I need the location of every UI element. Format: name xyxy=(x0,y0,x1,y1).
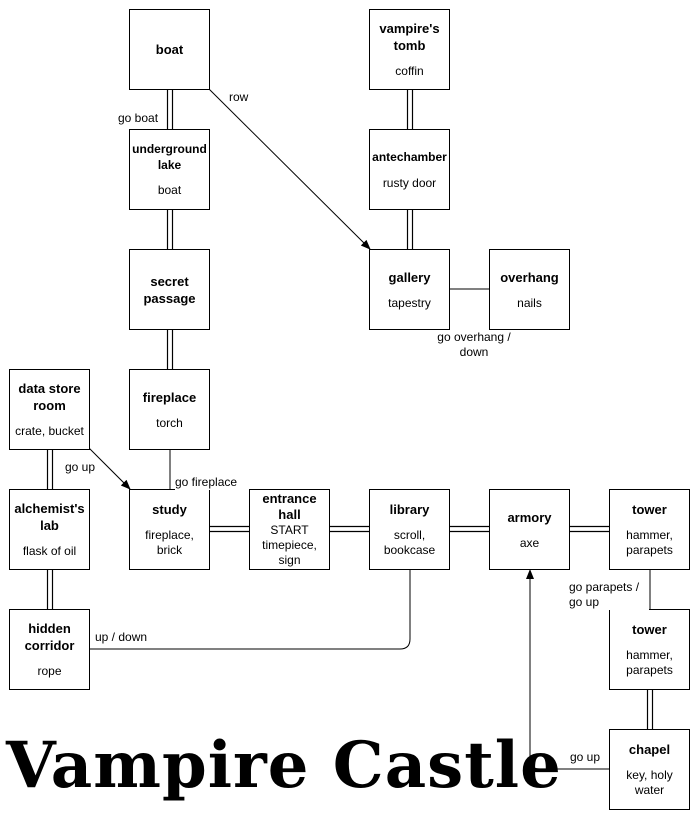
arrow-chapel-to-armory xyxy=(526,569,610,770)
room-items: hammer, parapets xyxy=(626,528,673,557)
room-items: flask of oil xyxy=(22,544,77,558)
double-connector-group xyxy=(46,89,654,729)
label-go-up: go up xyxy=(65,460,96,475)
room-items: rope xyxy=(37,664,62,678)
room-data-store-room: data store room crate, bucket xyxy=(9,369,90,450)
connector-library-armory xyxy=(450,525,490,533)
connector-secret-passage-fireplace xyxy=(166,329,174,369)
room-items: fireplace, brick xyxy=(145,528,194,557)
label-chapel-go-up: go up xyxy=(570,750,601,765)
connector-study-entrance xyxy=(210,525,250,533)
room-name: secret passage xyxy=(143,273,196,306)
room-name: chapel xyxy=(628,742,671,757)
start-marker: START xyxy=(270,523,309,537)
label-up-down: up / down xyxy=(95,630,148,645)
room-secret-passage: secret passage xyxy=(129,249,210,330)
connector-tower-chapel xyxy=(646,689,654,729)
room-name: gallery xyxy=(388,269,431,285)
room-items: timepiece, sign xyxy=(262,538,317,567)
room-antechamber: antechamber rusty door xyxy=(369,129,450,210)
room-items: crate, bucket xyxy=(15,424,84,438)
arrow-group xyxy=(88,88,610,770)
room-boat: boat xyxy=(129,9,210,90)
label-go-parapets: go parapets / go up xyxy=(569,580,649,610)
label-go-boat: go boat xyxy=(118,111,159,126)
room-items: axe xyxy=(519,535,540,550)
room-name: antechamber xyxy=(372,149,447,164)
connector-lab-corridor xyxy=(46,569,54,609)
single-connector-group xyxy=(169,288,651,609)
connector-armory-tower xyxy=(570,525,610,533)
room-gallery: gallery tapestry xyxy=(369,249,450,330)
room-alchemists-lab: alchemist's lab flask of oil xyxy=(9,489,90,570)
room-name: study xyxy=(152,502,187,517)
room-name: fireplace xyxy=(142,389,197,405)
room-name: data store room xyxy=(18,381,81,413)
room-name: armory xyxy=(507,509,552,525)
room-entrance-hall: entrance hall START timepiece, sign xyxy=(249,489,330,570)
room-items: key, holy water xyxy=(626,768,673,797)
room-library: library scroll, bookcase xyxy=(369,489,450,570)
room-chapel: chapel key, holy water xyxy=(609,729,690,810)
room-name: vampire's tomb xyxy=(379,21,440,53)
room-underground-lake: underground lake boat xyxy=(129,129,210,210)
room-overhang: overhang nails xyxy=(489,249,570,330)
room-name: underground lake xyxy=(132,142,207,172)
room-tower-lower: tower hammer, parapets xyxy=(609,609,690,690)
room-name: hidden corridor xyxy=(24,621,75,653)
room-name: library xyxy=(389,502,430,517)
connector-entrance-library xyxy=(330,525,370,533)
room-items: nails xyxy=(517,295,542,310)
arrow-storeroom-to-study xyxy=(88,447,131,490)
arrow-corridor-to-library xyxy=(90,569,411,650)
label-go-fireplace: go fireplace xyxy=(175,475,238,490)
room-items: hammer, parapets xyxy=(626,648,673,677)
room-hidden-corridor: hidden corridor rope xyxy=(9,609,90,690)
label-row: row xyxy=(229,90,249,105)
room-name: tower xyxy=(632,622,667,637)
room-name: tower xyxy=(632,502,667,517)
room-name: entrance hall xyxy=(262,491,317,522)
room-study: study fireplace, brick xyxy=(129,489,210,570)
arrow-boat-to-gallery xyxy=(208,88,371,250)
room-items: tapestry xyxy=(388,295,431,310)
connector-boat-underground-lake xyxy=(166,89,174,129)
room-name: boat xyxy=(155,42,184,57)
room-armory: armory axe xyxy=(489,489,570,570)
label-go-overhang: go overhang / down xyxy=(434,330,514,360)
room-name: overhang xyxy=(500,269,559,285)
room-items: rusty door xyxy=(382,175,437,190)
diagram-title: Vampire Castle xyxy=(6,728,562,803)
room-fireplace: fireplace torch xyxy=(129,369,210,450)
connector-tomb-antechamber xyxy=(406,89,414,129)
room-name: alchemist's lab xyxy=(14,501,85,533)
room-items: coffin xyxy=(395,64,424,78)
room-vampires-tomb: vampire's tomb coffin xyxy=(369,9,450,90)
connector-storeroom-lab xyxy=(46,449,54,489)
room-items: torch xyxy=(156,415,183,430)
room-items: boat xyxy=(157,183,182,197)
room-tower-upper: tower hammer, parapets xyxy=(609,489,690,570)
connector-antechamber-gallery xyxy=(406,209,414,249)
room-items: scroll, bookcase xyxy=(383,528,436,557)
connector-lake-secret-passage xyxy=(166,209,174,249)
